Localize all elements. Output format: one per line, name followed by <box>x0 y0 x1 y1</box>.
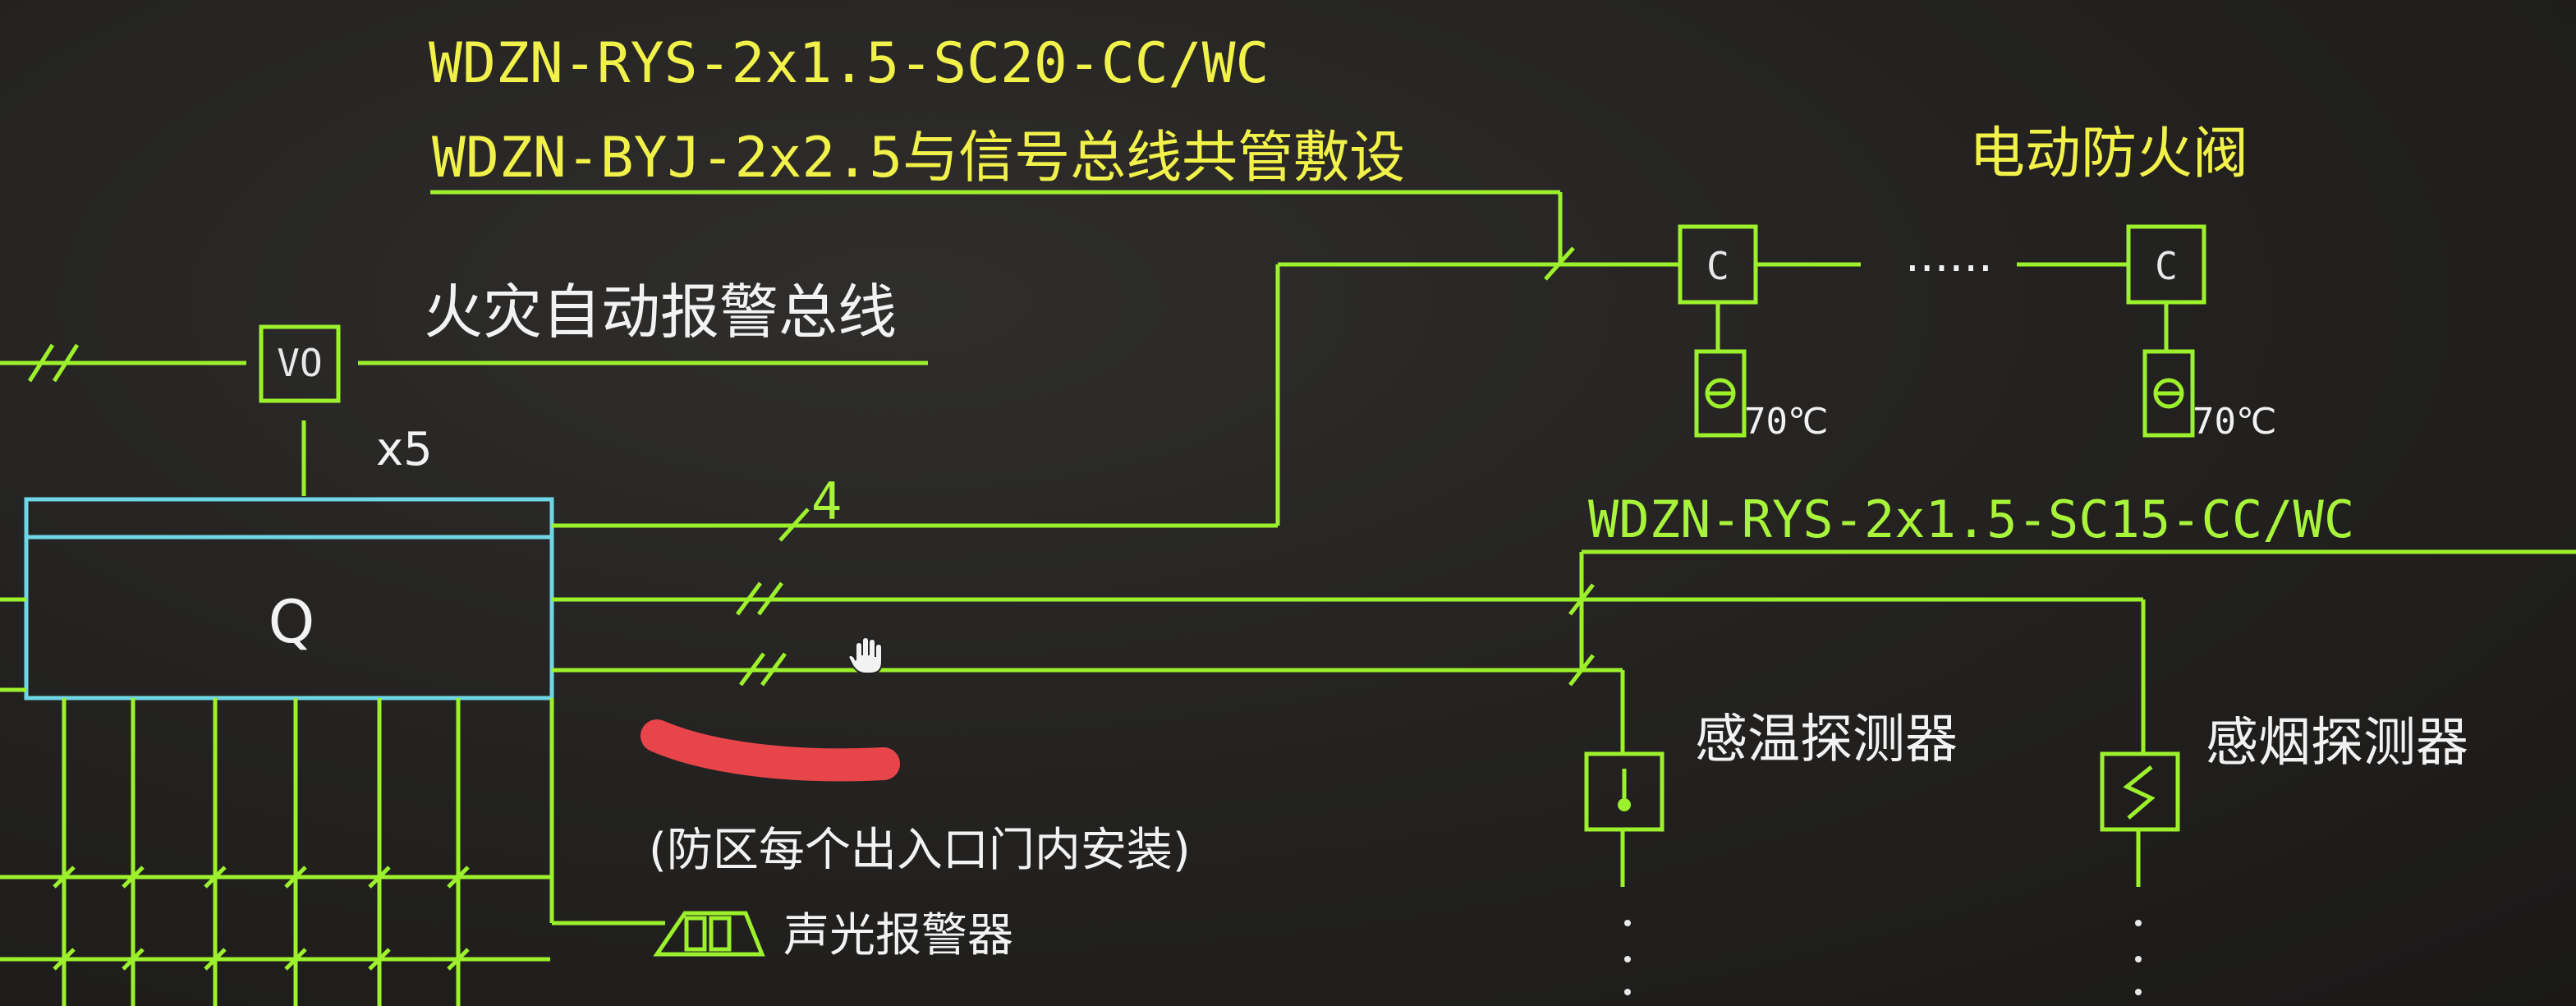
detector-junction-slash-2 <box>1568 654 1595 687</box>
red-marker-annotation <box>641 719 900 782</box>
fire-damper-2-label: C <box>2155 244 2178 288</box>
damper-junction-slash <box>1544 246 1575 281</box>
smoke-line-slash-2 <box>756 581 784 616</box>
bus-slash-2 <box>52 343 80 383</box>
smoke-line-slash-1 <box>735 581 763 616</box>
heat-detector-icon <box>1618 769 1631 811</box>
fusible-link-1-temp: 70℃ <box>1744 401 1828 443</box>
power-cable-top-label: WDZN-RYS-2x1.5-SC20-CC/WC <box>429 31 1270 96</box>
fire-damper-1-label: C <box>1706 244 1729 288</box>
smoke-detector-label: 感烟探测器 <box>2206 713 2468 774</box>
sound-light-alarm-label: 声光报警器 <box>783 909 1013 962</box>
damper-line-slash <box>778 508 810 542</box>
controller-label: Q <box>269 587 315 656</box>
vo-module-box[interactable] <box>259 324 341 403</box>
fusible-link-1-icon <box>1705 378 1736 409</box>
smoke-detector-icon <box>2123 765 2156 820</box>
bus-slash-1 <box>27 343 55 383</box>
heat-line-slash-1 <box>738 652 766 687</box>
fire-damper-title: 电动防火阀 <box>1969 122 2248 186</box>
heat-detector-label: 感温探测器 <box>1695 710 1958 770</box>
fusible-link-2-box <box>2142 349 2195 438</box>
alarm-install-note: (防区每个出入口门内安装) <box>649 824 1191 877</box>
fusible-link-2-icon <box>2153 378 2184 409</box>
sound-light-alarm-icon[interactable] <box>653 911 765 957</box>
multiplier-label: x5 <box>376 423 433 476</box>
heat-line-slash-2 <box>760 652 787 687</box>
wire-count-label: 4 <box>811 471 842 531</box>
fusible-link-1-box <box>1694 349 1747 438</box>
fire-alarm-bus-label: 火灾自动报警总线 <box>424 278 897 347</box>
fusible-link-2-temp: 70℃ <box>2193 401 2276 443</box>
detector-cable-label: WDZN-RYS-2x1.5-SC15-CC/WC <box>1588 489 2354 549</box>
hand-cursor-icon <box>847 636 883 674</box>
damper-chain-ellipsis: ...... <box>1905 229 1993 283</box>
power-cable-byj-label: WDZN-BYJ-2x2.5与信号总线共管敷设 <box>432 126 1405 191</box>
vo-module-label: VO <box>277 341 322 385</box>
controller-output-bus <box>0 698 550 1006</box>
continuation-dots <box>1624 920 2142 995</box>
